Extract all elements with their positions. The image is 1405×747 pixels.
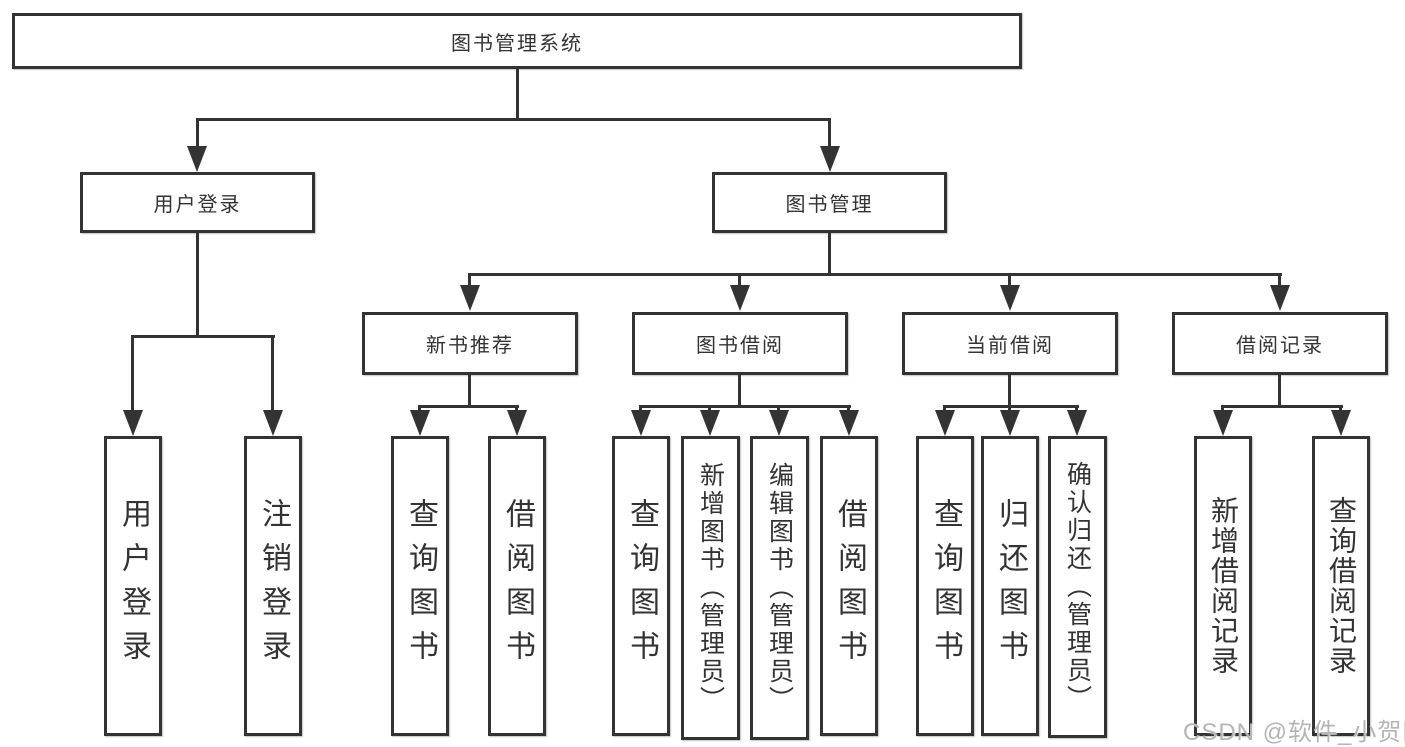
leaf-logout: 注销登录 (244, 436, 302, 736)
leaf-add-book-admin: 新增图书（管理员） (681, 436, 740, 740)
node-book-borrowing: 图书借阅 (632, 312, 848, 375)
leaf-query-borrow-record: 查询借阅记录 (1312, 436, 1370, 736)
connector-vline (515, 405, 518, 413)
connector-vline (1339, 405, 1342, 413)
connector-hline (196, 118, 831, 121)
connector-vline (1221, 405, 1224, 413)
arrowhead-icon (935, 410, 955, 436)
leaf-confirm-return-admin-label: 确认归还（管理员） (1063, 461, 1092, 713)
leaf-add-book-admin-label: 新增图书（管理员） (696, 462, 725, 714)
arrowhead-icon (820, 146, 840, 172)
connector-vline (738, 273, 741, 287)
node-borrowing-records: 借阅记录 (1172, 312, 1388, 375)
connector-vline (468, 273, 471, 287)
leaf-borrow-books-recommend: 借阅图书 (488, 436, 546, 736)
node-new-book-recommend-label: 新书推荐 (426, 335, 514, 357)
leaf-query-books-current: 查询图书 (916, 436, 974, 736)
connector-hline (418, 405, 519, 408)
arrowhead-icon (187, 146, 207, 172)
connector-vline (1008, 405, 1011, 413)
connector-vline (1008, 273, 1011, 287)
leaf-borrow-books-borrowing: 借阅图书 (820, 436, 878, 736)
arrowhead-icon (460, 285, 480, 311)
connector-vline (828, 232, 831, 275)
connector-vline (1278, 373, 1281, 406)
connector-vline (418, 405, 421, 413)
connector-hline (639, 405, 851, 408)
connector-vline (738, 373, 741, 406)
connector-vline (1278, 273, 1281, 287)
leaf-query-books-borrowing: 查询图书 (612, 436, 670, 736)
leaf-borrow-books-borrowing-label: 借阅图书 (833, 498, 866, 674)
connector-vline (516, 67, 519, 118)
arrowhead-icon (507, 410, 527, 436)
leaf-query-books-borrowing-label: 查询图书 (625, 498, 658, 674)
connector-vline (271, 335, 274, 412)
leaf-add-borrow-record-label: 新增借阅记录 (1208, 496, 1239, 676)
arrowhead-icon (410, 410, 430, 436)
arrowhead-icon (123, 410, 143, 436)
connector-hline (131, 335, 275, 338)
arrowhead-icon (1270, 285, 1290, 311)
leaf-logout-label: 注销登录 (257, 498, 290, 674)
connector-vline (196, 118, 199, 148)
connector-vline (708, 405, 711, 413)
node-book-borrowing-label: 图书借阅 (696, 335, 784, 357)
connector-vline (468, 373, 471, 406)
arrowhead-icon (700, 410, 720, 436)
connector-vline (639, 405, 642, 413)
arrowhead-icon (730, 285, 750, 311)
arrowhead-icon (631, 410, 651, 436)
leaf-query-books-recommend: 查询图书 (391, 436, 449, 736)
node-current-borrowing: 当前借阅 (902, 312, 1118, 375)
node-book-management: 图书管理 (712, 172, 947, 233)
arrowhead-icon (839, 410, 859, 436)
leaf-confirm-return-admin: 确认归还（管理员） (1048, 436, 1107, 738)
node-book-management-label: 图书管理 (785, 194, 874, 216)
connector-vline (1075, 405, 1078, 413)
leaf-edit-book-admin: 编辑图书（管理员） (750, 436, 809, 740)
root-node-label: 图书管理系统 (451, 32, 583, 55)
node-user-login: 用户登录 (80, 172, 315, 233)
csdn-watermark: CSDN @软件_小贺同学 (1183, 719, 1405, 746)
leaf-return-books: 归还图书 (981, 436, 1039, 736)
leaf-add-borrow-record: 新增借阅记录 (1194, 436, 1252, 736)
arrowhead-icon (1213, 410, 1233, 436)
root-node-library-management-system: 图书管理系统 (12, 13, 1022, 69)
connector-vline (847, 405, 850, 413)
connector-vline (777, 405, 780, 413)
connector-vline (828, 118, 831, 148)
arrowhead-icon (1331, 410, 1351, 436)
leaf-borrow-books-recommend-label: 借阅图书 (501, 498, 534, 674)
connector-vline (196, 232, 199, 336)
connector-vline (1008, 373, 1011, 406)
connector-hline (468, 273, 1282, 276)
leaf-edit-book-admin-label: 编辑图书（管理员） (765, 462, 794, 714)
leaf-return-books-label: 归还图书 (994, 498, 1027, 674)
node-user-login-label: 用户登录 (153, 194, 242, 216)
connector-hline (1221, 405, 1343, 408)
connector-hline (943, 405, 1079, 408)
leaf-user-login-label: 用户登录 (117, 498, 150, 674)
node-current-borrowing-label: 当前借阅 (966, 335, 1054, 357)
leaf-query-books-recommend-label: 查询图书 (404, 498, 437, 674)
leaf-user-login: 用户登录 (104, 436, 162, 736)
connector-vline (943, 405, 946, 413)
connector-vline (131, 335, 134, 412)
arrowhead-icon (1067, 410, 1087, 436)
arrowhead-icon (263, 410, 283, 436)
arrowhead-icon (1000, 410, 1020, 436)
node-new-book-recommend: 新书推荐 (362, 312, 578, 375)
arrowhead-icon (769, 410, 789, 436)
leaf-query-books-current-label: 查询图书 (929, 498, 962, 674)
arrowhead-icon (1000, 285, 1020, 311)
leaf-query-borrow-record-label: 查询借阅记录 (1326, 496, 1357, 676)
node-borrowing-records-label: 借阅记录 (1236, 335, 1324, 357)
